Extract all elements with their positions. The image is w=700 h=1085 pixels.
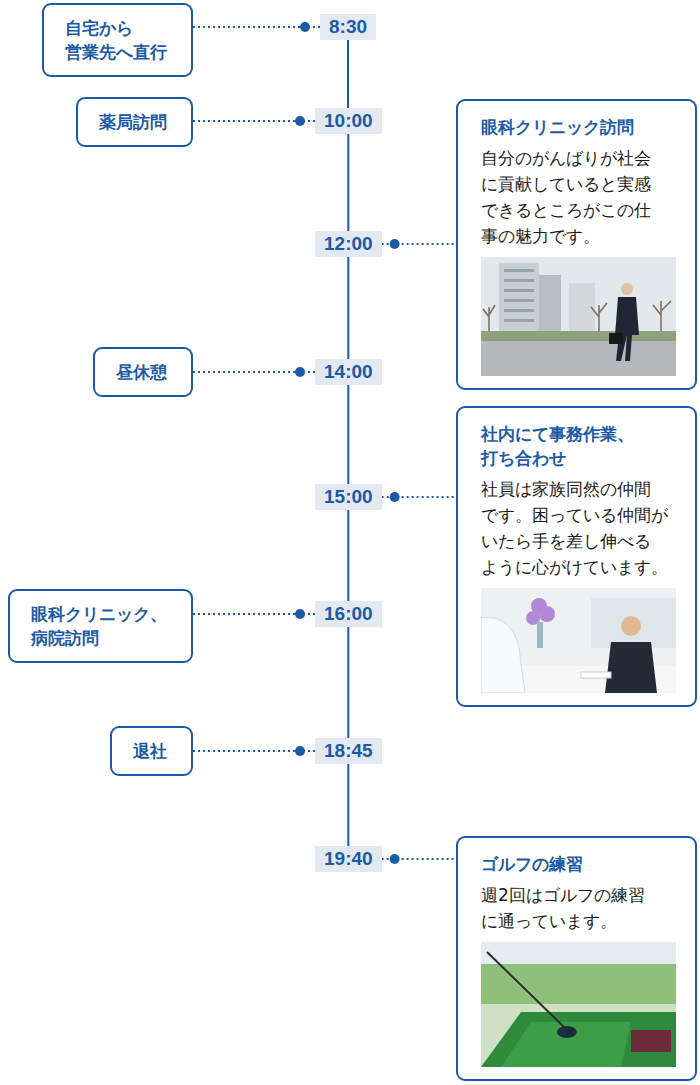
mat <box>481 1012 676 1067</box>
time-label: 12:00 <box>324 233 373 254</box>
office-photo <box>481 588 676 693</box>
person-suit <box>615 297 639 361</box>
time-label: 19:40 <box>324 848 373 869</box>
club-shaft <box>487 952 565 1028</box>
activity-box: 薬局訪問 <box>76 97 193 147</box>
timeline-line <box>347 40 349 108</box>
activity-label: 薬局訪問 <box>99 110 170 134</box>
timeline-line <box>347 627 349 738</box>
activity-label: 昼休憩 <box>116 360 170 384</box>
time-label: 15:00 <box>324 486 373 507</box>
range <box>481 942 676 1067</box>
club-head <box>557 1026 577 1038</box>
card-body: 週2回はゴルフの練習 に通っています。 <box>481 882 673 934</box>
time-label: 10:00 <box>324 110 373 131</box>
time-badge: 10:00 <box>315 108 382 134</box>
activity-box: 退社 <box>110 726 193 776</box>
connector-dot <box>390 854 400 864</box>
mat-center <box>501 1022 631 1067</box>
time-badge: 18:45 <box>315 738 382 764</box>
connector-dot <box>295 367 305 377</box>
connector-dot <box>390 239 400 249</box>
vase <box>537 622 543 648</box>
building <box>539 275 561 333</box>
time-badge: 8:30 <box>320 14 376 40</box>
document <box>581 672 611 678</box>
activity-box: 眼科クリニック、 病院訪問 <box>8 589 193 663</box>
time-label: 18:45 <box>324 740 373 761</box>
time-badge: 19:40 <box>315 846 382 872</box>
person-head <box>621 616 641 636</box>
wall <box>481 588 676 693</box>
road <box>481 341 676 376</box>
activity-label: 自宅から 営業先へ直行 <box>65 16 170 64</box>
window <box>591 598 676 648</box>
card-body: 自分のがんばりが社会 に貢献していると実感 できるところがこの仕 事の魅力です。 <box>481 145 673 249</box>
timeline-line <box>347 764 349 846</box>
golf-photo <box>481 942 676 1067</box>
timeline-line <box>347 510 349 601</box>
person-suit <box>605 642 657 693</box>
activity-box: 昼休憩 <box>93 347 193 397</box>
card-heading: 社内にて事務作業、 打ち合わせ <box>481 422 673 470</box>
time-badge: 16:00 <box>315 601 382 627</box>
detail-card: 眼科クリニック訪問自分のがんばりが社会 に貢献していると実感 できるところがこの… <box>456 99 697 390</box>
bag <box>609 333 623 344</box>
timeline-line <box>347 134 349 231</box>
card-body: 社員は家族同然の仲間 です。困っている仲間が いたら手を差し伸べる ように心がけ… <box>481 476 673 580</box>
connector-dot <box>300 22 310 32</box>
activity-label: 眼科クリニック、 病院訪問 <box>31 602 170 650</box>
connector-dot <box>295 609 305 619</box>
time-badge: 15:00 <box>315 484 382 510</box>
time-badge: 12:00 <box>315 231 382 257</box>
timeline-line <box>347 385 349 484</box>
activity-box: 自宅から 営業先へ直行 <box>42 3 193 77</box>
field <box>481 964 676 1004</box>
time-label: 14:00 <box>324 361 373 382</box>
person-head <box>621 283 633 295</box>
hedge <box>481 331 676 341</box>
sky <box>481 257 676 376</box>
person-back <box>481 617 525 693</box>
time-label: 8:30 <box>329 16 367 37</box>
card-heading: ゴルフの練習 <box>481 852 673 876</box>
detail-card: ゴルフの練習週2回はゴルフの練習 に通っています。 <box>456 836 697 1081</box>
time-label: 16:00 <box>324 603 373 624</box>
activity-label: 退社 <box>133 739 170 763</box>
timeline-line <box>347 257 349 359</box>
building <box>499 263 539 333</box>
connector-dot <box>390 492 400 502</box>
ball-tray <box>631 1030 671 1052</box>
connector-dot <box>295 116 305 126</box>
street-photo <box>481 257 676 376</box>
net <box>481 942 676 964</box>
connector-dot <box>295 746 305 756</box>
card-heading: 眼科クリニック訪問 <box>481 115 673 139</box>
flowers <box>526 598 555 625</box>
time-badge: 14:00 <box>315 359 382 385</box>
windows <box>504 269 534 322</box>
detail-card: 社内にて事務作業、 打ち合わせ社員は家族同然の仲間 です。困っている仲間が いた… <box>456 406 697 707</box>
